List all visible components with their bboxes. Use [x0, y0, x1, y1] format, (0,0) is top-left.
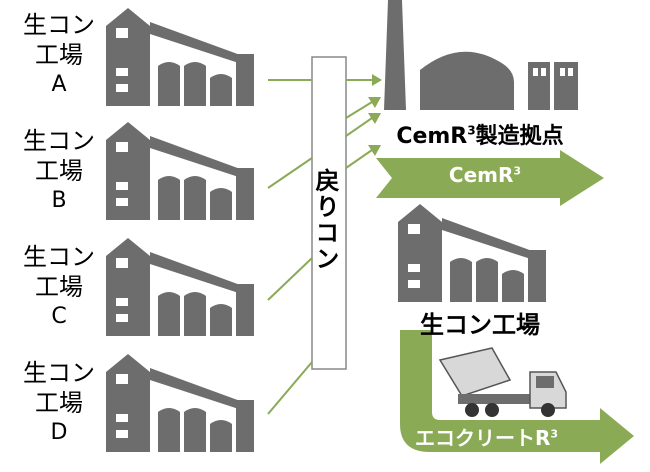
plant-b-factory-icon: [106, 122, 254, 220]
plant-label-b: 生コン 工場 B: [20, 126, 98, 216]
mixer-truck-icon: [438, 347, 567, 417]
product-arrow-name: CemR: [448, 163, 514, 187]
plant-a-line2: 工場: [35, 41, 83, 69]
flow-arrowheads: [368, 74, 382, 156]
plant-b-line1: 生コン: [23, 127, 95, 155]
return-concrete-label: 戻りコン: [311, 168, 339, 272]
destination-plant-label: 生コン工場: [420, 311, 540, 339]
return-concrete-box: [311, 56, 347, 370]
plant-b-line3: B: [51, 188, 67, 213]
site-suffix: 製造拠点: [475, 124, 564, 149]
plant-label-d: 生コン 工場 D: [20, 358, 98, 448]
plant-b-line2: 工場: [35, 157, 83, 185]
destination-plant-factory-icon: [398, 204, 546, 302]
cemr3-product-arrow: [376, 150, 604, 206]
plant-label-a: 生コン 工場 A: [20, 10, 98, 100]
plant-d-factory-icon: [106, 354, 254, 452]
plant-a-line3: A: [51, 72, 67, 97]
flow-lines: [267, 79, 373, 415]
plant-a-factory-icon: [106, 8, 254, 106]
ecocrete-sup: 3: [550, 427, 559, 441]
site-name: CemR: [396, 124, 468, 149]
plant-d-line1: 生コン: [23, 359, 95, 387]
ecocrete-arrow: [400, 330, 634, 464]
plant-c-line3: C: [51, 304, 67, 329]
site-sup: 3: [467, 123, 476, 138]
plant-label-c: 生コン 工場 C: [20, 242, 98, 332]
site-title: CemR3製造拠点: [380, 118, 580, 150]
plant-c-factory-icon: [106, 238, 254, 336]
product-arrow-sup: 3: [513, 164, 522, 178]
plant-d-line3: D: [50, 420, 68, 445]
plant-c-line2: 工場: [35, 273, 83, 301]
plant-c-line1: 生コン: [23, 243, 95, 271]
plant-a-line1: 生コン: [23, 11, 95, 39]
cemr3-site-icon: [384, 0, 578, 110]
ecocrete-name: エコクリートR: [415, 426, 551, 450]
ecocrete-label: エコクリートR3: [415, 422, 595, 451]
plant-d-line2: 工場: [35, 389, 83, 417]
product-arrow-label: CemR3: [410, 163, 560, 187]
